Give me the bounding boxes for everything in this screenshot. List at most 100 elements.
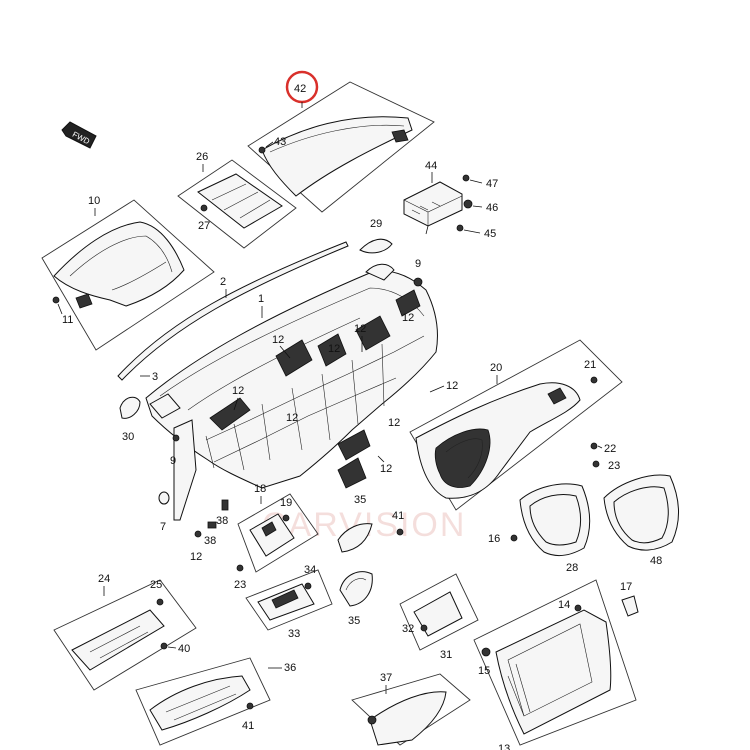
part-29-cover: [359, 238, 393, 254]
group-26: 26 27: [177, 151, 297, 249]
callout-35-a: 35: [354, 494, 366, 506]
box-10: [41, 199, 215, 351]
group-35-b: 35: [339, 571, 373, 627]
callout-2: 2: [220, 276, 226, 288]
panel-callouts: 9 12 12 12 12 12 12 12 12 12: [232, 258, 458, 475]
nut-46-icon: [463, 199, 473, 209]
callout-34: 34: [304, 564, 316, 576]
callout-44: 44: [425, 160, 437, 172]
part-26-panel: [197, 173, 283, 229]
callout-43: 43: [274, 136, 286, 148]
callout-27: 27: [198, 220, 210, 232]
group-48: 48: [603, 474, 680, 567]
group-36: 36 41: [135, 657, 296, 746]
callout-12-c: 12: [272, 334, 284, 346]
callout-12-f: 12: [286, 412, 298, 424]
group-28: 16 28: [488, 483, 591, 574]
callout-25: 25: [150, 579, 162, 591]
group-44: 44 47 46 45: [403, 160, 498, 240]
group-24: 24 25 40: [53, 573, 197, 691]
callout-16: 16: [488, 533, 500, 545]
callout-12-h: 12: [388, 417, 400, 429]
part-18-switch-panel: [249, 513, 295, 557]
callout-40: 40: [178, 643, 190, 655]
callout-33: 33: [288, 628, 300, 640]
group-35-a: 35 41: [337, 494, 404, 553]
callout-7: 7: [160, 521, 166, 533]
part-13-glove-box: [495, 609, 612, 735]
part-1-instrument-panel: 1: [145, 263, 439, 521]
group-10: 10 11: [41, 195, 215, 351]
part-35-b: [339, 571, 373, 607]
callout-12-e: 12: [232, 385, 244, 397]
callout-17: 17: [620, 581, 632, 593]
callout-41-a: 41: [392, 510, 404, 522]
part-10-meter-hood: [53, 221, 185, 307]
callout-45: 45: [484, 228, 496, 240]
box-26: [177, 159, 297, 249]
part-2-trim-strip: 2: [117, 241, 349, 381]
callout-1: 1: [258, 293, 264, 305]
group-18-19: 18 19 23: [234, 483, 319, 591]
part-35-a: [337, 523, 373, 553]
callout-3: 3: [152, 371, 158, 383]
group-42: 42 43: [247, 70, 435, 213]
callout-31: 31: [440, 649, 452, 661]
callout-36: 36: [284, 662, 296, 674]
callout-29: 29: [370, 218, 382, 230]
box-18: [237, 493, 319, 573]
callout-30: 30: [122, 431, 134, 443]
callout-37: 37: [380, 672, 392, 684]
callout-46: 46: [486, 202, 498, 214]
callout-10: 10: [88, 195, 100, 207]
callout-38-a: 38: [216, 515, 228, 527]
group-31: 32 31: [399, 573, 479, 661]
callout-12-b: 12: [354, 323, 366, 335]
callout-26: 26: [196, 151, 208, 163]
callout-21: 21: [584, 359, 596, 371]
bolt-47-icon: [462, 174, 470, 182]
callout-24: 24: [98, 573, 110, 585]
group-37: 37: [351, 672, 471, 746]
left-small-parts: 3 30 9 7 38 38 12: [119, 371, 229, 563]
part-30: [119, 396, 141, 419]
group-29: 29: [359, 218, 393, 254]
callout-23-right: 23: [608, 460, 620, 472]
callout-38-b: 38: [204, 535, 216, 547]
callout-12-g: 12: [446, 380, 458, 392]
callout-41-b: 41: [242, 720, 254, 732]
callout-15: 15: [478, 665, 490, 677]
group-20: 20 21 22 23: [409, 339, 623, 511]
group-13: 14 17 15 13: [473, 579, 639, 750]
part-44-module: [403, 181, 463, 227]
part-37-console: [369, 691, 447, 746]
bolt-45-icon: [456, 224, 464, 232]
box-24: [53, 579, 197, 691]
callout-12-j: 12: [190, 551, 202, 563]
callout-9-top: 9: [415, 258, 421, 270]
callout-22: 22: [604, 443, 616, 455]
box-33: [245, 569, 333, 631]
callout-19: 19: [280, 497, 292, 509]
box-31: [399, 573, 479, 651]
callout-47: 47: [486, 178, 498, 190]
group-33: 34 33: [245, 564, 333, 640]
callout-35-b: 35: [348, 615, 360, 627]
callout-28: 28: [566, 562, 578, 574]
callout-48: 48: [650, 555, 662, 567]
callout-13: 13: [498, 743, 510, 750]
part-7: [158, 491, 170, 505]
callout-11: 11: [62, 314, 73, 326]
part-24-panel: [71, 609, 165, 671]
callout-18: 18: [254, 483, 266, 495]
callout-14: 14: [558, 599, 570, 611]
part-36-lower-panel: [149, 675, 251, 731]
box-36: [135, 657, 271, 746]
callout-9-left: 9: [170, 455, 176, 467]
callout-20: 20: [490, 362, 502, 374]
callout-42: 42: [294, 83, 306, 95]
callout-23-left: 23: [234, 579, 246, 591]
part-42-upper-cover: [261, 116, 413, 197]
callout-32: 32: [402, 623, 414, 635]
